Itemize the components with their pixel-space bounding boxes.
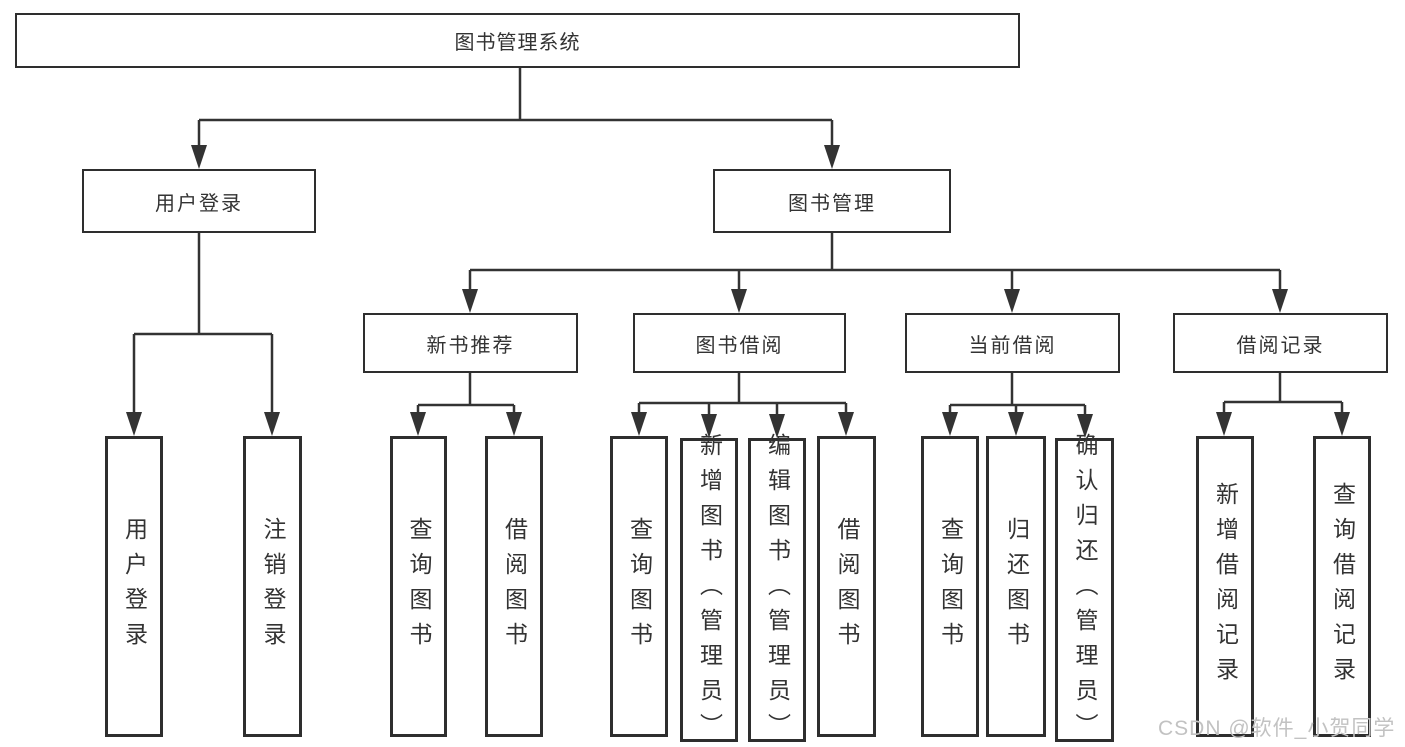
node-label: 新增借阅记录 [1212,481,1239,692]
node-current-borrow: 当前借阅 [905,313,1120,373]
leaf-borrow-books-recommend: 借阅图书 [485,436,543,737]
node-label: 编辑图书（管理员） [764,432,791,747]
leaf-edit-book-admin: 编辑图书（管理员） [748,433,806,747]
leaf-query-borrow-record: 查询借阅记录 [1313,436,1371,737]
node-label: 借阅图书 [501,516,528,657]
leaf-query-books-recommend: 查询图书 [390,436,447,737]
node-label: 新增图书（管理员） [696,432,723,747]
node-label: 图书借阅 [695,334,784,357]
node-label: 借阅记录 [1236,334,1325,357]
node-label: 查询图书 [937,516,964,657]
node-root: 图书管理系统 [15,13,1020,68]
node-label: 查询图书 [406,516,432,657]
leaf-add-book-admin: 新增图书（管理员） [680,433,738,747]
node-label: 当前借阅 [968,334,1057,357]
node-label: 查询图书 [626,516,653,657]
node-label: 归还图书 [1003,516,1030,657]
node-user-login: 用户登录 [82,169,316,233]
node-label: 用户登录 [121,516,148,657]
leaf-user-login: 用户登录 [105,436,163,737]
node-borrow-records: 借阅记录 [1173,313,1388,373]
csdn-watermark: CSDN @软件_小贺同学 [1158,717,1396,740]
node-label: 注销登录 [260,516,286,657]
leaf-borrow-books-borrow: 借阅图书 [817,436,876,737]
node-book-management: 图书管理 [713,169,951,233]
node-label: 查询借阅记录 [1329,481,1356,692]
node-label: 用户登录 [155,192,243,215]
node-new-book-recommend: 新书推荐 [363,313,578,373]
node-label: 确认归还（管理员） [1072,432,1098,747]
node-label: 借阅图书 [834,516,860,657]
node-label: 新书推荐 [426,334,515,357]
leaf-return-book: 归还图书 [986,436,1046,737]
node-label: 图书管理系统 [454,32,581,54]
node-book-borrow: 图书借阅 [633,313,846,373]
leaf-logout: 注销登录 [243,436,302,737]
leaf-add-borrow-record: 新增借阅记录 [1196,436,1254,737]
leaf-query-books-borrow: 查询图书 [610,436,668,737]
leaf-query-books-current: 查询图书 [921,436,979,737]
leaf-confirm-return-admin: 确认归还（管理员） [1055,433,1114,747]
node-label: 图书管理 [788,192,876,215]
